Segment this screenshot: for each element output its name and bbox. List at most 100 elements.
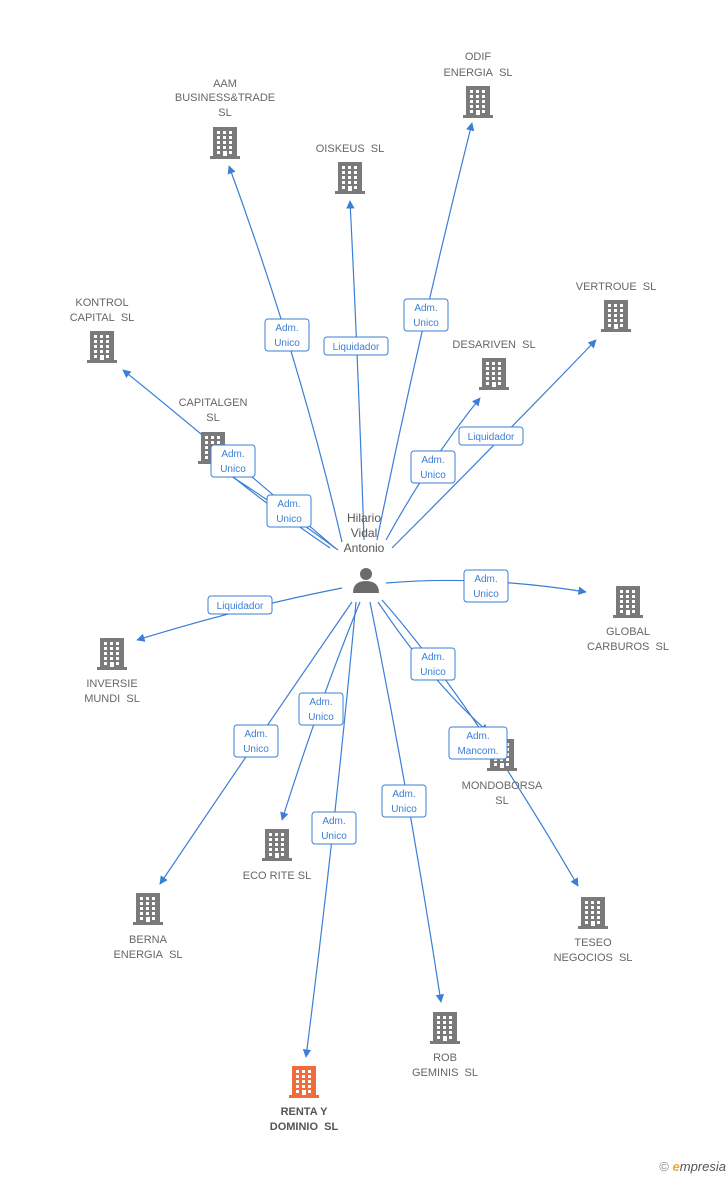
building-icon — [210, 127, 240, 159]
role-badge-r-ecorite[interactable]: Adm. Unico — [298, 692, 344, 726]
company-node-rob[interactable]: ROB GEMINIS SL — [412, 1012, 478, 1079]
role-badge-r-oiskeus[interactable]: Liquidador — [323, 336, 389, 356]
role-label: Unico — [321, 831, 347, 842]
role-badge-r-capitalgen[interactable]: Adm. Unico — [210, 444, 256, 478]
edge-teseo — [381, 599, 579, 887]
role-badge-r-mondo2[interactable]: Adm.Mancom. — [448, 726, 508, 760]
company-node-renta[interactable]: RENTA Y DOMINIO SL — [270, 1066, 339, 1133]
role-label: Adm. — [466, 731, 489, 742]
company-label: BERNA — [129, 934, 168, 946]
role-label: Unico — [420, 667, 446, 678]
company-label: AAM — [213, 78, 237, 90]
role-badge-r-mondo1[interactable]: Adm. Unico — [410, 647, 456, 681]
role-badge-r-vertroue[interactable]: Liquidador — [458, 426, 524, 446]
company-label: MONDOBORSA — [462, 780, 543, 792]
role-label: Adm. — [392, 789, 415, 800]
role-badge-r-aam[interactable]: Adm. Unico — [264, 318, 310, 352]
role-label: Adm. — [414, 303, 437, 314]
role-badge-r-odif[interactable]: Adm. Unico — [403, 298, 449, 332]
role-badge-r-kontrol[interactable]: Adm.Unico — [266, 494, 312, 528]
role-label: Adm. — [322, 816, 345, 827]
role-label: Liquidador — [333, 342, 380, 353]
person-name-line: Hilario — [347, 511, 381, 525]
company-label: MUNDI SL — [84, 693, 140, 705]
company-node-odif[interactable]: ODIF ENERGIA SL — [443, 51, 513, 118]
company-label: KONTROL — [75, 297, 128, 309]
copyright-symbol: © — [659, 1159, 669, 1174]
company-node-vertroue[interactable]: VERTROUE SL — [576, 281, 657, 332]
building-icon — [613, 586, 643, 618]
role-label: Unico — [420, 470, 446, 481]
person-name-line: Antonio — [344, 541, 385, 555]
role-label: Unico — [413, 318, 439, 329]
role-badge-r-global[interactable]: Adm. Unico — [463, 569, 509, 603]
building-icon — [430, 1012, 460, 1044]
role-label: Unico — [243, 744, 269, 755]
company-node-teseo[interactable]: TESEO NEGOCIOS SL — [554, 897, 633, 964]
role-label: Adm. — [474, 574, 497, 585]
company-label: INVERSIE — [86, 678, 137, 690]
company-node-desariven[interactable]: DESARIVEN SL — [452, 339, 536, 390]
role-badge-r-desariven[interactable]: Adm. Unico — [410, 450, 456, 484]
role-label: Unico — [308, 712, 334, 723]
company-label: DOMINIO SL — [270, 1121, 339, 1133]
company-label: ROB — [433, 1052, 457, 1064]
company-label: VERTROUE SL — [576, 281, 657, 293]
building-icon — [97, 638, 127, 670]
company-node-mondoborsa[interactable]: MONDOBORSA SL — [462, 739, 543, 807]
role-label: Unico — [220, 464, 246, 475]
edge-aam — [227, 165, 343, 543]
company-label: ODIF — [465, 51, 492, 63]
edge-oiskeus — [346, 200, 365, 541]
company-label: ENERGIA SL — [443, 67, 512, 79]
role-badge-r-berna[interactable]: Adm.Unico — [233, 724, 279, 758]
company-label: RENTA Y — [281, 1106, 329, 1118]
company-label: GLOBAL — [606, 626, 650, 638]
role-label: Unico — [391, 804, 417, 815]
company-label: GEMINIS SL — [412, 1067, 478, 1079]
brand-rest: mpresia — [679, 1159, 726, 1174]
nodes-layer: AAM BUSINESS&TRADE SL ODIF ENERGIA SL OISKEUS… — [70, 51, 669, 1133]
company-node-ecorite[interactable]: ECO RITE SL — [243, 829, 311, 882]
company-label: ECO RITE SL — [243, 870, 311, 882]
person-name-line: Vidal — [351, 526, 377, 540]
company-label: ENERGIA SL — [113, 949, 182, 961]
company-label: CARBUROS SL — [587, 641, 669, 653]
company-node-inversie[interactable]: INVERSIE MUNDI SL — [84, 638, 140, 705]
empresia-logo: © empresia — [659, 1159, 726, 1174]
building-icon — [463, 86, 493, 118]
building-icon — [601, 300, 631, 332]
company-label: SL — [218, 107, 231, 119]
company-node-oiskeus[interactable]: OISKEUS SL — [316, 143, 384, 194]
building-icon — [262, 829, 292, 861]
company-node-berna[interactable]: BERNA ENERGIA SL — [113, 893, 183, 961]
role-label: Adm. — [421, 652, 444, 663]
company-label: TESEO — [574, 937, 612, 949]
role-label: Adm. — [221, 449, 244, 460]
company-label: CAPITALGEN — [179, 397, 248, 409]
person-icon — [353, 568, 379, 593]
role-badge-r-rob[interactable]: Adm. Unico — [381, 784, 427, 818]
role-badge-r-renta[interactable]: Adm. Unico — [311, 811, 357, 845]
role-label: Liquidador — [468, 432, 515, 443]
building-icon — [133, 893, 163, 925]
company-label: NEGOCIOS SL — [554, 952, 633, 964]
company-label: SL — [206, 412, 219, 424]
role-label: Unico — [274, 338, 300, 349]
company-node-aam[interactable]: AAM BUSINESS&TRADE SL — [175, 78, 275, 159]
role-label: Adm. — [275, 323, 298, 334]
building-icon — [87, 331, 117, 363]
company-label: SL — [495, 795, 508, 807]
role-badge-r-inversie[interactable]: Liquidador — [207, 595, 273, 615]
role-label: Unico — [473, 589, 499, 600]
role-label: Adm. — [421, 455, 444, 466]
company-label: DESARIVEN SL — [452, 339, 535, 351]
company-node-global[interactable]: GLOBAL CARBUROS SL — [587, 586, 669, 653]
role-label: Adm. — [277, 499, 300, 510]
role-label: Adm. — [309, 697, 332, 708]
building-icon — [578, 897, 608, 929]
company-label: BUSINESS&TRADE — [175, 92, 275, 104]
